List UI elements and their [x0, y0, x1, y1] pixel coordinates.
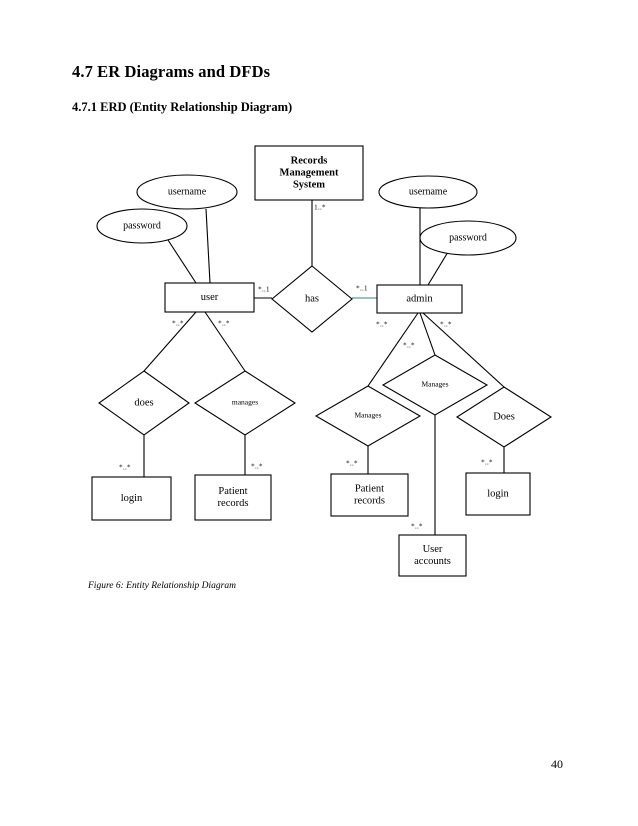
entity-box — [398, 534, 467, 577]
connector-admin-to-does-right — [422, 312, 505, 388]
cardinality-card-does-login-right: *..* — [481, 459, 493, 467]
page-title: 4.7 ER Diagrams and DFDs — [72, 62, 271, 81]
connector-user-to-manages-left — [204, 311, 246, 372]
entity-box — [465, 472, 531, 516]
connector-username-left-to-user — [205, 208, 211, 284]
figure-caption: Figure 6: Entity Relationship Diagram — [88, 581, 236, 591]
attribute-label: password — [123, 220, 161, 231]
entity-label: Patient — [355, 483, 384, 494]
relationship-has[interactable]: has — [271, 265, 353, 333]
entity-label: records — [354, 495, 385, 506]
relationship-label: does — [134, 397, 153, 408]
attribute-ellipse — [378, 175, 478, 209]
page-number: 40 — [551, 757, 563, 771]
attribute-label: username — [168, 186, 207, 197]
cardinality-layer: 1..* *..1 *..1 *..* *..* *..* *..* *..* *..* *..*… — [119, 204, 493, 531]
entity-label: user — [201, 292, 219, 303]
relationship-label: has — [305, 293, 319, 304]
entity-label: Patient — [218, 486, 247, 497]
relationship-label: Does — [493, 411, 515, 422]
entity-label: Records — [291, 155, 328, 166]
entity-label: login — [487, 488, 509, 499]
relationship-diamond — [314, 385, 422, 447]
relationship-does-right[interactable]: Does — [455, 386, 553, 448]
connector-password-left-to-user — [167, 239, 197, 284]
entity-user[interactable]: user — [164, 282, 255, 313]
attribute-ellipse — [419, 220, 517, 256]
cardinality-card-admin-manages-upper: *..* — [403, 342, 415, 350]
relationship-diamond — [381, 354, 489, 416]
cardinality-card-manages-user-accounts: *..* — [411, 523, 423, 531]
entity-login-right[interactable]: login — [465, 472, 531, 516]
entity-login-left[interactable]: login — [91, 476, 172, 521]
attribute-username-right[interactable]: username — [378, 175, 478, 209]
entity-box — [376, 284, 463, 314]
entity-label: Management — [280, 167, 339, 178]
cardinality-card-user-does: *..* — [172, 320, 184, 328]
relationship-label: manages — [232, 398, 258, 407]
attribute-password-right[interactable]: password — [419, 220, 517, 256]
entity-label: System — [293, 179, 325, 190]
entity-box — [164, 282, 255, 313]
attribute-username-left[interactable]: username — [136, 174, 238, 210]
cardinality-card-user-manages: *..* — [218, 320, 230, 328]
entity-box — [330, 473, 409, 517]
relationship-does-left[interactable]: does — [98, 370, 190, 436]
cardinality-card-user-has: *..1 — [258, 286, 270, 294]
cardinality-card-does-login: *..* — [119, 464, 131, 472]
connector-layer — [143, 200, 505, 535]
cardinality-card-manages-patient: *..* — [251, 463, 263, 471]
relationship-label: Manages — [354, 411, 381, 420]
section-subtitle: 4.7.1 ERD (Entity Relationship Diagram) — [72, 100, 293, 114]
entity-label: accounts — [414, 556, 451, 567]
connector-admin-to-manages-lower — [367, 312, 419, 387]
cardinality-card-admin-does: *..* — [440, 321, 452, 329]
cardinality-card-admin-manages-lower: *..* — [376, 321, 388, 329]
connector-admin-to-manages-upper — [419, 312, 436, 356]
attribute-ellipse — [96, 208, 188, 244]
entity-label: login — [121, 493, 143, 504]
entity-label: User — [423, 544, 443, 555]
entity-label: admin — [406, 293, 433, 304]
entity-box — [254, 145, 364, 201]
attribute-ellipse — [136, 174, 238, 210]
cardinality-card-rms-has: 1..* — [314, 204, 326, 212]
relationship-diamond — [271, 265, 353, 333]
relationship-manages-lower-right[interactable]: Manages — [314, 385, 422, 447]
cardinality-card-manages-patient-right: *..* — [346, 460, 358, 468]
connector-user-to-does-left — [143, 311, 197, 372]
attribute-label: username — [409, 186, 448, 197]
relationship-label: Manages — [421, 380, 448, 389]
attribute-password-left[interactable]: password — [96, 208, 188, 244]
entity-label: records — [218, 498, 249, 509]
entity-box — [91, 476, 172, 521]
relationship-manages-upper-right[interactable]: Manages — [381, 354, 489, 416]
entity-box — [194, 474, 272, 521]
cardinality-card-has-admin: *..1 — [356, 285, 368, 293]
relationship-manages-left[interactable]: manages — [193, 370, 297, 436]
connector-password-right-to-admin — [427, 251, 449, 286]
relationship-diamond — [193, 370, 297, 436]
entity-admin[interactable]: admin — [376, 284, 463, 314]
relationship-diamond — [455, 386, 553, 448]
attribute-label: password — [449, 232, 487, 243]
relationship-diamond — [98, 370, 190, 436]
